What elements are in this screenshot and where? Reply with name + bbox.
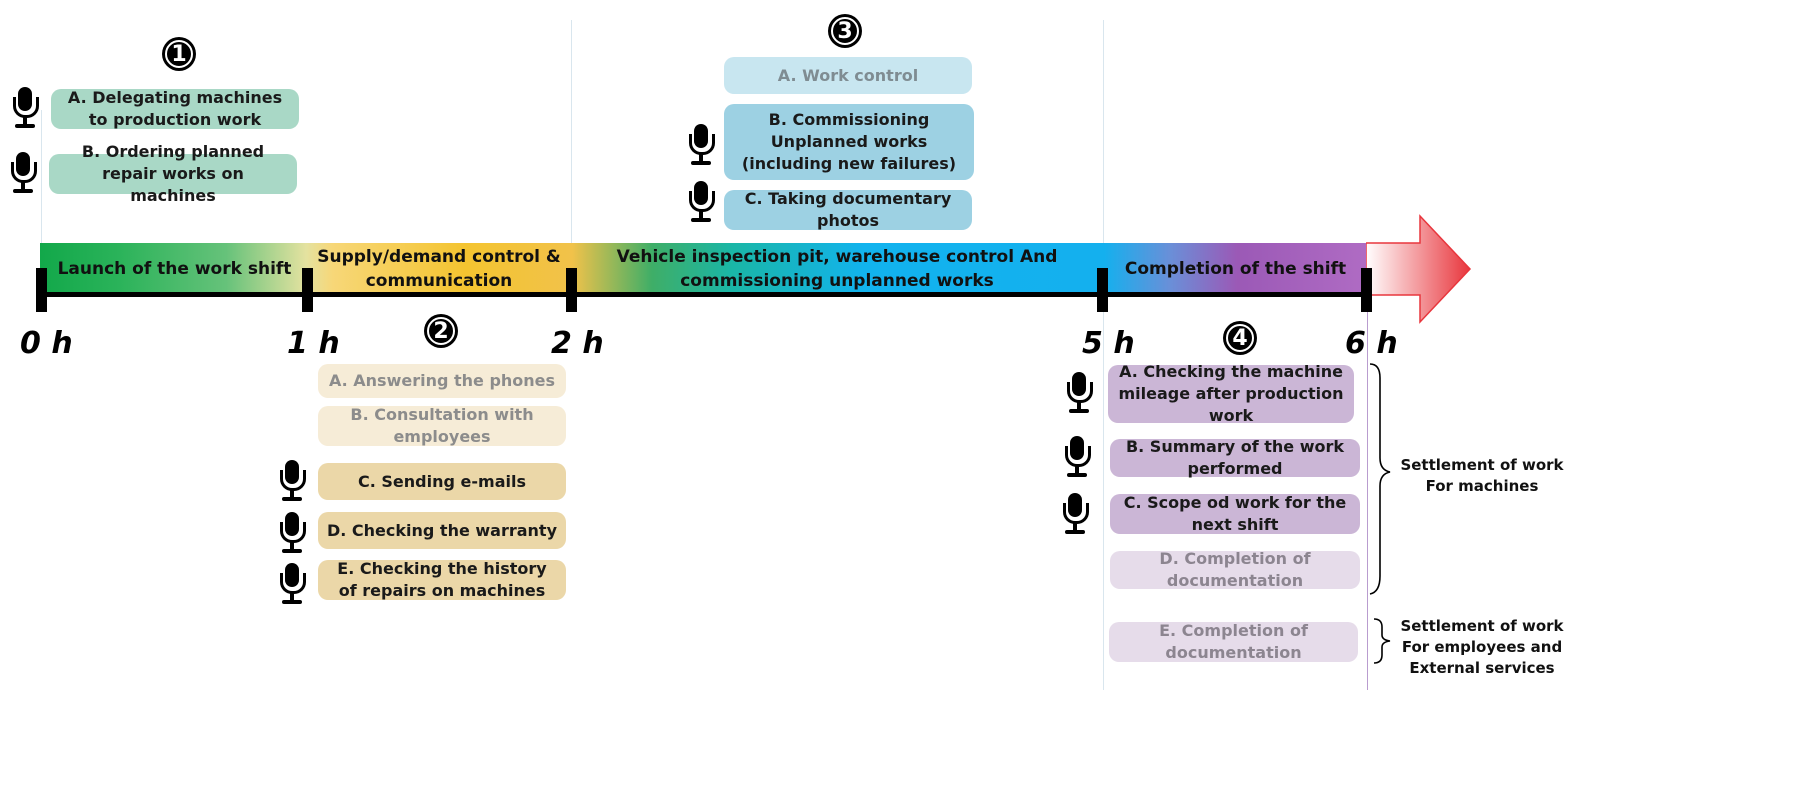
phase-4-task-a: A. Checking the machine mileage after pr… [1108,362,1354,425]
hour-label: 0 h [20,326,73,361]
phase-1-label: Launch of the work shift [57,259,292,279]
microphone-icon [277,563,307,605]
phase-3-task-a: A. Work control [724,57,972,94]
phase-4-task-b: B. Summary of the work performed [1110,437,1360,478]
timeline-tick [1097,268,1108,312]
arrow-head-icon [1366,214,1472,324]
timeline-tick [36,268,47,312]
settlement-employees-label: Settlement of work For employees and Ext… [1400,617,1564,677]
phase-3-task-b: B. Commissioning Unplanned works (includ… [724,104,974,180]
phase-1-task-b: B. Ordering planned repair works on mach… [49,142,297,205]
microphone-icon [277,512,307,554]
hour-label: 2 h [551,326,604,361]
microphone-icon [10,87,40,129]
divider [1367,300,1368,690]
microphone-icon [686,181,716,223]
timeline-bar-shadow [40,292,1370,297]
phase-1-number: 1 [162,37,196,71]
divider [1103,300,1104,690]
timeline-tick [1361,268,1372,312]
microphone-icon [1064,372,1094,414]
microphone-icon [1062,436,1092,478]
phase-4-number: 4 [1223,321,1257,355]
timeline-tick [566,268,577,312]
hour-label: 1 h [287,326,340,361]
phase-3-number: 3 [828,14,862,48]
phase-1-task-a: A. Delegating machines to production wor… [51,88,299,129]
microphone-icon [8,152,38,194]
phase-3-label: Vehicle inspection pit, warehouse contro… [616,247,1058,291]
divider [571,20,572,250]
hour-label: 5 h [1082,326,1135,361]
phase-2-task-d: D. Checking the warranty [318,512,566,549]
microphone-icon [686,124,716,166]
settlement-machines-label: Settlement of work For machines [1400,456,1564,495]
phase-2-task-e: E. Checking the history of repairs on ma… [318,559,566,600]
brace-machines [1369,363,1391,595]
phase-2-task-a: A. Answering the phones [318,364,566,398]
phase-2-task-c: C. Sending e-mails [318,463,566,500]
divider [41,110,42,250]
phase-4-label: Completion of the shift [1124,259,1347,279]
phase-4-task-d: D. Completion of documentation [1110,549,1360,590]
phase-2-number: 2 [424,314,458,348]
phase-2-task-b: B. Consultation with employees [318,405,566,446]
divider [1103,20,1104,250]
microphone-icon [277,460,307,502]
phase-2-label: Supply/demand control & communication [317,247,561,291]
phase-3-task-c: C. Taking documentary photos [724,189,972,230]
microphone-icon [1060,493,1090,535]
phase-4-task-e: E. Completion of documentation [1109,621,1358,662]
timeline-bar [40,243,1370,295]
brace-employees [1373,618,1391,664]
hour-label: 6 h [1345,326,1398,361]
timeline-tick [302,268,313,312]
phase-4-task-c: C. Scope od work for the next shift [1110,493,1360,534]
